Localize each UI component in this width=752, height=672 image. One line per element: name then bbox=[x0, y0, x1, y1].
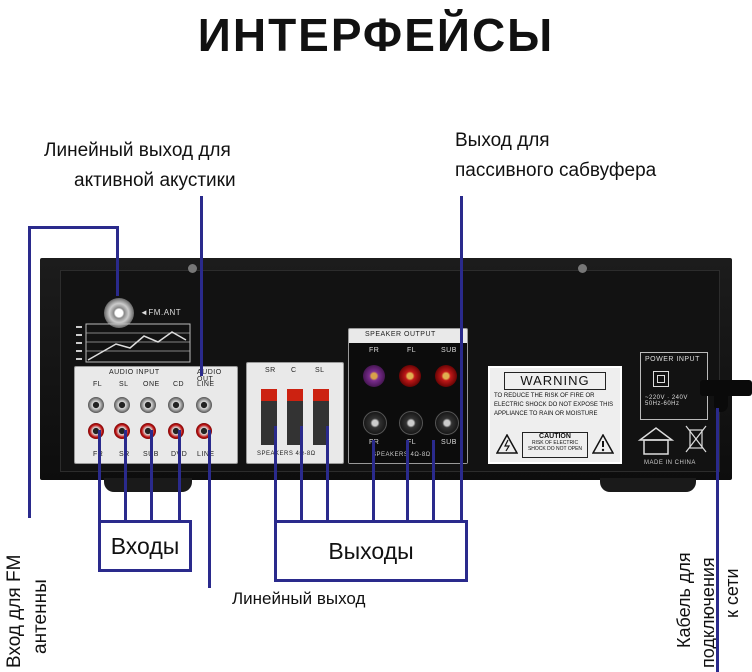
binding-post-black-fl[interactable] bbox=[399, 411, 423, 435]
line-out-label: Линейный выход bbox=[232, 589, 366, 608]
double-insulation-icon bbox=[653, 371, 669, 387]
speaker-ch-fr: FR bbox=[369, 347, 380, 354]
inputs-box: Входы bbox=[98, 520, 192, 572]
sub-callout-line bbox=[460, 196, 463, 522]
input-label-line: LINE bbox=[197, 381, 215, 388]
audio-input-panel: AUDIO INPUT AUDIO OUT FL SL ONE CD LINE … bbox=[74, 366, 238, 464]
rca-jack-white-cd[interactable] bbox=[168, 397, 184, 413]
inputs-line-1 bbox=[98, 430, 101, 522]
rca-jack-red-dvd[interactable] bbox=[168, 423, 184, 439]
speaker-ch-fl: FL bbox=[407, 347, 417, 354]
made-in-label: MADE IN CHINA bbox=[644, 460, 696, 466]
input-label-one: ONE bbox=[143, 381, 160, 388]
power-cable-bend bbox=[714, 392, 728, 412]
surround-label-sr: SR bbox=[265, 367, 276, 374]
power-callout-line bbox=[716, 408, 719, 672]
fm-callout-line bbox=[28, 226, 31, 518]
outputs-line-5 bbox=[406, 440, 409, 522]
line-out-callout-line bbox=[208, 430, 211, 588]
page-title: ИНТЕРФЕЙСЫ bbox=[197, 9, 555, 61]
warning-text: TO REDUCE THE RISK OF FIRE OR ELECTRIC S… bbox=[494, 393, 614, 417]
binding-post-purple-fr[interactable] bbox=[363, 365, 385, 387]
caution-text: RISK OF ELECTRIC SHOCK DO NOT OPEN bbox=[527, 440, 583, 452]
power-input-label: POWER INPUT bbox=[645, 356, 700, 363]
screw-icon bbox=[578, 264, 587, 273]
callout-fm-input-line1: Вход для FM bbox=[4, 554, 25, 668]
callout-line-out-active: Линейный выход для активной акустики bbox=[44, 136, 236, 196]
speakers-left-label: SPEAKERS 4Ω-8Ω bbox=[257, 451, 316, 457]
fm-callout-line-drop bbox=[116, 226, 119, 296]
power-cable-icon[interactable] bbox=[700, 380, 752, 396]
speaker-ch-sub-bottom: SUB bbox=[441, 439, 457, 446]
rca-jack-white-one[interactable] bbox=[140, 397, 156, 413]
outputs-line-2 bbox=[300, 426, 303, 522]
rca-jack-white-fl[interactable] bbox=[88, 397, 104, 413]
input-bottom-line: LINE bbox=[197, 451, 215, 458]
fm-antenna-connector-icon bbox=[104, 298, 134, 328]
callout-power-cable-line1: Кабель для bbox=[674, 552, 694, 648]
binding-post-red-fl[interactable] bbox=[399, 365, 421, 387]
input-label-sl: SL bbox=[119, 381, 129, 388]
callout-fm-input: Вход для FM антенны bbox=[2, 555, 54, 668]
screw-icon bbox=[188, 264, 197, 273]
binding-post-black-fr[interactable] bbox=[363, 411, 387, 435]
weee-bin-icon bbox=[685, 425, 707, 453]
callout-sub-out-line2: пассивного сабвуфера bbox=[455, 160, 657, 181]
exclamation-warning-icon bbox=[592, 434, 614, 454]
speaker-ch-sub: SUB bbox=[441, 347, 457, 354]
callout-sub-out-line1: Выход для bbox=[455, 130, 550, 151]
inputs-line-4 bbox=[178, 430, 181, 522]
rca-jack-red-fr[interactable] bbox=[88, 423, 104, 439]
surround-label-sl: SL bbox=[315, 367, 325, 374]
speakers-right-label: SPEAKERS 4Ω-8Ω bbox=[372, 452, 431, 458]
binding-post-red-sub[interactable] bbox=[435, 365, 457, 387]
inputs-line-3 bbox=[150, 430, 153, 522]
inputs-line-2 bbox=[124, 430, 127, 522]
callout-sub-out: Выход для пассивного сабвуфера bbox=[455, 126, 656, 186]
spring-terminal-sl[interactable] bbox=[313, 389, 329, 445]
equalizer-graphic-icon bbox=[76, 323, 191, 363]
outputs-box: Выходы bbox=[274, 520, 468, 582]
callout-fm-input-line2: антенны bbox=[30, 579, 51, 654]
speaker-ch-fl-bottom: FL bbox=[407, 439, 417, 446]
house-icon bbox=[637, 427, 675, 455]
rca-jack-red-sub[interactable] bbox=[140, 423, 156, 439]
outputs-line-3 bbox=[326, 426, 329, 522]
lightning-warning-icon bbox=[496, 434, 518, 454]
rca-jack-white-sl[interactable] bbox=[114, 397, 130, 413]
inputs-label: Входы bbox=[110, 533, 180, 559]
callout-line-out-active-line1: Линейный выход для bbox=[44, 140, 231, 161]
input-label-fl: FL bbox=[93, 381, 103, 388]
power-input-box: POWER INPUT ~220V · 240V 50Hz-60Hz bbox=[640, 352, 708, 420]
audio-input-label: AUDIO INPUT bbox=[109, 369, 160, 376]
amplifier-foot-right bbox=[600, 478, 696, 492]
callout-line-out-active-line2: активной акустики bbox=[74, 170, 236, 191]
voltage-label: ~220V · 240V 50Hz-60Hz bbox=[645, 395, 688, 407]
input-bottom-fr: FR bbox=[93, 451, 103, 458]
line-out-active-callout-line bbox=[200, 196, 203, 376]
fm-ant-label: ◄FM.ANT bbox=[140, 308, 182, 317]
outputs-label: Выходы bbox=[328, 538, 414, 564]
speaker-output-label: SPEAKER OUTPUT bbox=[365, 331, 436, 338]
caution-box: CAUTION RISK OF ELECTRIC SHOCK DO NOT OP… bbox=[522, 432, 588, 458]
rca-jack-white-line[interactable] bbox=[196, 397, 212, 413]
surround-label-c: C bbox=[291, 367, 297, 374]
outputs-line-4 bbox=[372, 440, 375, 522]
spring-terminal-sr[interactable] bbox=[261, 389, 277, 445]
sub-output-line bbox=[432, 440, 435, 522]
caution-title: CAUTION bbox=[539, 433, 571, 440]
callout-power-cable: Кабель для подключения к сети bbox=[672, 552, 744, 668]
outputs-line-1 bbox=[274, 426, 277, 522]
spring-terminal-c[interactable] bbox=[287, 389, 303, 445]
rca-jack-red-sr[interactable] bbox=[114, 423, 130, 439]
fm-callout-line-h bbox=[28, 226, 118, 229]
warning-title: WARNING bbox=[504, 372, 606, 390]
binding-post-black-sub[interactable] bbox=[435, 411, 459, 435]
surround-speaker-panel: SR C SL SPEAKERS 4Ω-8Ω bbox=[246, 362, 344, 464]
audio-out-label: AUDIO OUT bbox=[197, 369, 222, 383]
warning-label: WARNING TO REDUCE THE RISK OF FIRE OR EL… bbox=[488, 366, 622, 464]
callout-power-cable-line3: к сети bbox=[722, 568, 742, 618]
input-label-cd: CD bbox=[173, 381, 185, 388]
